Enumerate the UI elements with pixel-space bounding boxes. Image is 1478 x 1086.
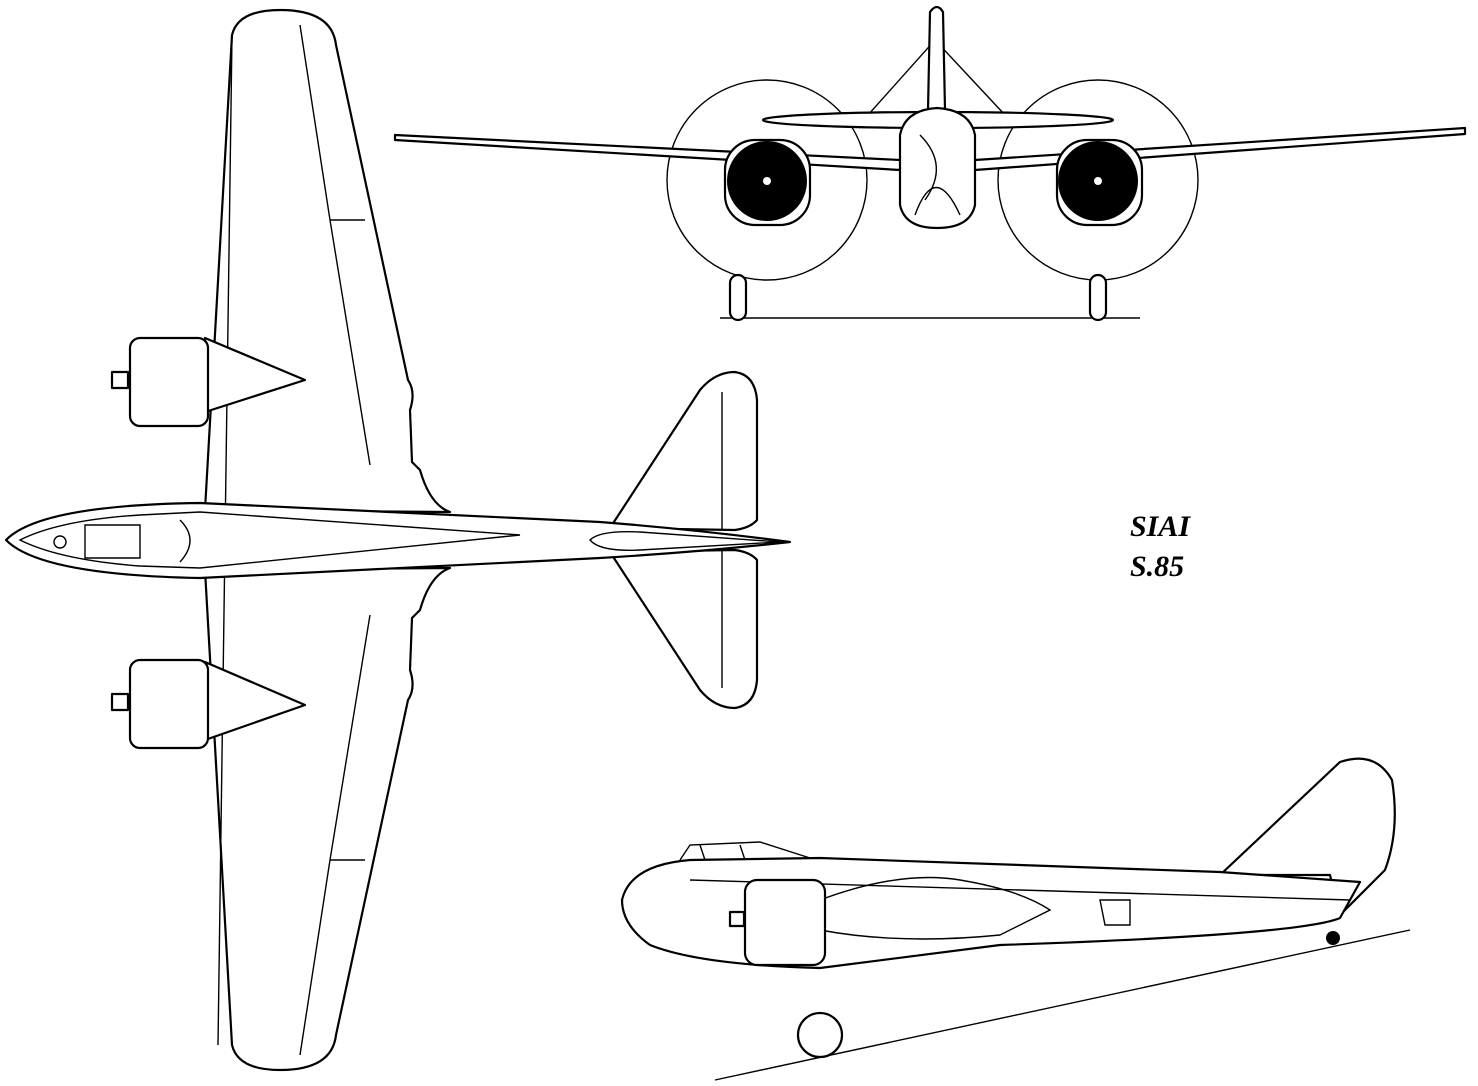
- model-label: S.85: [1130, 550, 1185, 583]
- left-engine-front: [723, 138, 812, 227]
- upper-tailplane: [608, 370, 759, 532]
- fin-side: [1218, 757, 1396, 917]
- lower-engine-nacelle: [110, 658, 307, 750]
- engine-side: [743, 878, 827, 967]
- fuselage-plan: [4, 501, 792, 580]
- fuselage-front: [898, 106, 977, 230]
- manufacturer-label: SIAI: [1130, 510, 1191, 543]
- tailwheel-or-wheel: [796, 1011, 844, 1059]
- upper-engine-nacelle: [110, 336, 307, 428]
- front-view: [393, 5, 1467, 322]
- left-propeller-disc: [666, 79, 868, 281]
- plan-view: [4, 8, 792, 1072]
- lower-tailplane: [608, 548, 759, 710]
- lower-wing: [203, 566, 452, 1072]
- fin-front: [926, 5, 947, 112]
- right-engine-front: [1055, 138, 1144, 227]
- side-view: [620, 757, 1411, 1081]
- upper-wing: [203, 8, 452, 514]
